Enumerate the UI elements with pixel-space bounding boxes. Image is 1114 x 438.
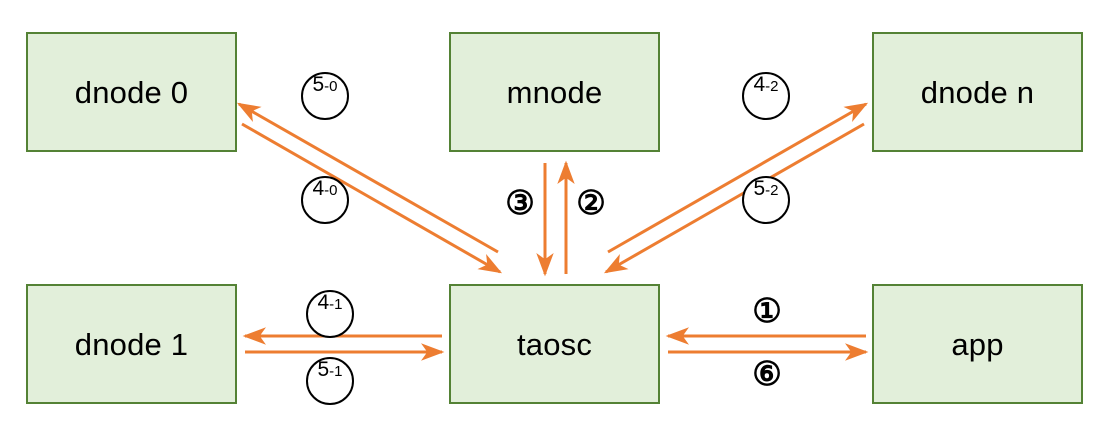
edge-label-main: 4	[753, 73, 766, 96]
node-label: dnode 1	[74, 326, 189, 362]
node-dnode-0: dnode 0	[26, 32, 237, 152]
node-taosc: taosc	[449, 284, 660, 404]
edge-label-4-0: 4-0	[301, 176, 349, 224]
edge-label-main: 5	[317, 358, 330, 381]
edge-label-2: ②	[576, 184, 606, 221]
node-label: dnode 0	[74, 74, 189, 110]
edge-label-main: 5	[753, 177, 766, 200]
edge-label-sub: -1	[329, 296, 343, 313]
edge-label-sub: -2	[765, 78, 779, 95]
node-dnode-n: dnode n	[872, 32, 1083, 152]
edge-label-main: 4	[312, 177, 325, 200]
node-label: app	[951, 326, 1004, 362]
edge-label-4-2: 4-2	[742, 72, 790, 120]
node-label: mnode	[506, 74, 603, 110]
edge-label-sub: -1	[329, 363, 343, 380]
node-label: dnode n	[920, 74, 1035, 110]
node-label: taosc	[516, 326, 593, 362]
edge-label-sub: -0	[324, 78, 338, 95]
node-app: app	[872, 284, 1083, 404]
node-dnode-1: dnode 1	[26, 284, 237, 404]
edge-label-5-2: 5-2	[742, 176, 790, 224]
edge-label-4-1: 4-1	[306, 290, 354, 338]
edge-label-3: ③	[505, 184, 535, 221]
edge-label-sub: -2	[765, 182, 779, 199]
edge-label-sub: -0	[324, 182, 338, 199]
node-mnode: mnode	[449, 32, 660, 152]
edge-label-5-0: 5-0	[301, 72, 349, 120]
edge-label-main: 4	[317, 291, 330, 314]
edge-label-5-1: 5-1	[306, 357, 354, 405]
edge-label-6: ⑥	[752, 355, 782, 392]
edge-label-main: 5	[312, 73, 325, 96]
edge-label-1: ①	[752, 292, 782, 329]
